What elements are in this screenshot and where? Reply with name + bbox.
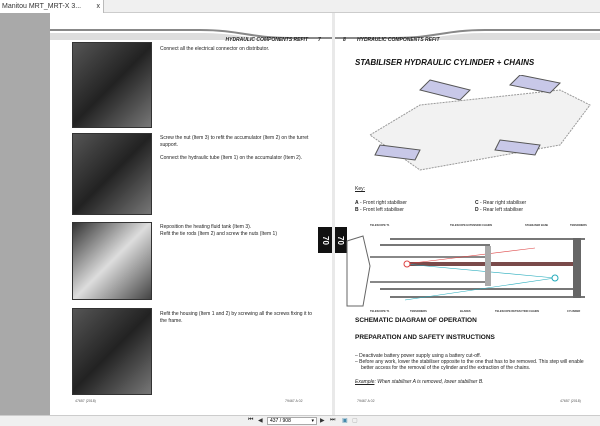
example-text: Example: When stabiliser A is removed, l… xyxy=(355,379,484,385)
photo-distributor xyxy=(72,42,152,128)
photo-accumulator xyxy=(72,133,152,215)
header-wave xyxy=(50,29,332,40)
key-item: C - Rear right stabiliser xyxy=(475,200,527,206)
page-number: 8 xyxy=(343,37,346,43)
label: TELESCOPE T1 xyxy=(370,224,390,227)
stabiliser-illustration xyxy=(369,75,591,171)
label: TELESCOPE EXTENSION CHAINS xyxy=(450,224,493,227)
first-page-icon[interactable]: ⏮ xyxy=(248,417,254,423)
last-page-icon[interactable]: ⏭ xyxy=(330,417,336,423)
section-tab: 70 xyxy=(318,227,332,253)
next-page-icon[interactable]: ▶ xyxy=(320,418,325,424)
label: TELESCOPE T1 xyxy=(370,310,390,313)
key-item: A - Front right stabiliser xyxy=(355,200,407,206)
page-header: HYDRAULIC COMPONENTS REFIT xyxy=(225,37,309,43)
label: TELESCOPE RETRACTION CHAINS xyxy=(495,310,540,313)
tab-bar: Manitou MRT_MRT-X 3... x xyxy=(0,0,600,13)
single-page-view-icon[interactable]: ▣ xyxy=(342,418,348,424)
step-text: Connect the hydraulic tube (Item 1) on t… xyxy=(160,155,303,161)
page-number-input[interactable]: 437 / 908▾ xyxy=(267,417,317,425)
key-label: Key: xyxy=(355,186,366,192)
two-page-view-icon[interactable]: ▢ xyxy=(352,418,358,424)
pdf-toolbar: ⏮ ◀ 437 / 908▾ ▶ ⏭ ▣ ▢ xyxy=(0,415,600,426)
step-text: Refit the housing (Item 1 and 2) by scre… xyxy=(160,311,313,324)
section-tab: 70 xyxy=(335,227,347,253)
footer-code: 47657 (2018) xyxy=(75,399,96,403)
safety-heading: PREPARATION AND SAFETY INSTRUCTIONS xyxy=(355,334,495,341)
footer-code: 79467 A 02 xyxy=(285,399,303,403)
photo-fluid-tank xyxy=(72,222,152,300)
header-wave xyxy=(335,29,600,40)
right-page: 8 HYDRAULIC COMPONENTS REFIT STABILISER … xyxy=(335,13,600,415)
label: BLADES xyxy=(460,310,471,313)
previous-page-icon[interactable]: ◀ xyxy=(258,418,263,424)
label: TENSIONERS xyxy=(570,224,587,227)
schematic-diagram xyxy=(346,235,585,307)
bullet-item: – Deactivate battery power supply using … xyxy=(355,353,482,359)
schematic-heading: SCHEMATIC DIAGRAM OF OPERATION xyxy=(355,317,477,324)
bullet-item: – Before any work, lower the stabiliser … xyxy=(355,359,584,371)
page-header: HYDRAULIC COMPONENTS REFIT xyxy=(357,37,440,43)
step-text: Screw the nut (Item 3) to refit the accu… xyxy=(160,135,309,148)
key-item: D - Rear left stabiliser xyxy=(475,207,524,213)
key-item: B - Front left stabiliser xyxy=(355,207,404,213)
left-page: HYDRAULIC COMPONENTS REFIT 7 Connect all… xyxy=(50,13,332,415)
label: TENSIONERS xyxy=(410,310,427,313)
side-panel xyxy=(0,13,50,415)
step-text: Refit the tie rods (Item 2) and screw th… xyxy=(160,231,277,237)
label: CYLINDER xyxy=(567,310,581,313)
photo-housing xyxy=(72,308,152,395)
document-tab[interactable]: Manitou MRT_MRT-X 3... x xyxy=(0,0,104,13)
tab-title: Manitou MRT_MRT-X 3... xyxy=(2,3,82,10)
step-text: Connect all the electrical connector on … xyxy=(160,46,270,52)
page-number: 7 xyxy=(318,37,321,43)
close-tab-icon[interactable]: x xyxy=(96,3,101,10)
label: STABILISER BASE xyxy=(525,224,549,227)
step-text: Reposition the heating fluid tank (Item … xyxy=(160,224,252,230)
footer-code: 79467 A 02 xyxy=(357,399,375,403)
footer-code: 47657 (2018) xyxy=(560,399,581,403)
page-title: STABILISER HYDRAULIC CYLINDER + CHAINS xyxy=(355,58,535,67)
